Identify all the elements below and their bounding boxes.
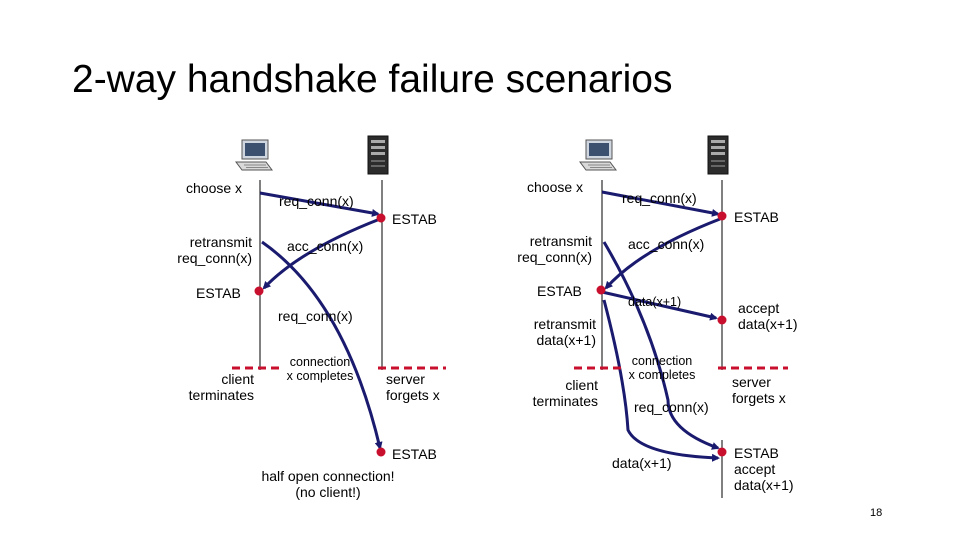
client-terminates-label: client terminates bbox=[188, 371, 254, 403]
acc-conn-arrow bbox=[262, 217, 381, 290]
server-estab-dot-2 bbox=[717, 447, 727, 457]
req-conn-label: req_conn(x) bbox=[634, 399, 709, 415]
client-terminates-label: client terminates bbox=[532, 377, 598, 409]
acc-conn-label: acc_conn(x) bbox=[287, 238, 364, 254]
client-estab-dot bbox=[254, 286, 264, 296]
server-estab-dot bbox=[717, 211, 727, 221]
retransmit-data-arrow bbox=[602, 299, 720, 462]
computer-icon bbox=[235, 139, 273, 171]
accept-dot bbox=[717, 315, 727, 325]
server-forgets-label: server forgets x bbox=[386, 371, 440, 403]
estab-label: ESTAB bbox=[196, 285, 241, 301]
req-conn-arrow bbox=[601, 190, 720, 217]
choose-x-label: choose x bbox=[527, 179, 584, 195]
connection-completes-label: connection x completes bbox=[286, 355, 354, 383]
half-open-label: half open connection! (no client!) bbox=[261, 468, 395, 500]
client-estab-dot bbox=[596, 285, 606, 295]
connection-completes-label: connection x completes bbox=[628, 354, 696, 382]
req-conn-label: req_conn(x) bbox=[278, 308, 353, 324]
retransmit-label: retransmit req_conn(x) bbox=[517, 233, 592, 265]
server-forgets-label: server forgets x bbox=[732, 374, 786, 406]
estab-accept-label: ESTAB accept data(x+1) bbox=[734, 445, 794, 493]
acc-conn-arrow bbox=[604, 217, 721, 290]
data-label: data(x+1) bbox=[628, 295, 682, 309]
estab-label: ESTAB bbox=[392, 211, 437, 227]
accept-data-label: accept data(x+1) bbox=[738, 300, 798, 332]
estab-label: ESTAB bbox=[734, 209, 779, 225]
server-icon bbox=[367, 135, 389, 175]
req-conn-label: req_conn(x) bbox=[279, 193, 354, 209]
computer-icon bbox=[579, 139, 617, 171]
acc-conn-label: acc_conn(x) bbox=[628, 236, 705, 252]
req-conn-arrow bbox=[259, 191, 380, 217]
retransmit-req-conn-arrow bbox=[261, 240, 383, 450]
estab-label: ESTAB bbox=[392, 446, 437, 462]
req-conn-label: req_conn(x) bbox=[622, 190, 697, 206]
retransmit-label: retransmit req_conn(x) bbox=[177, 234, 252, 266]
page-title: 2-way handshake failure scenarios bbox=[72, 58, 673, 101]
retransmit-req-conn-arrow bbox=[602, 241, 720, 450]
server-estab-dot bbox=[376, 213, 386, 223]
data-label: data(x+1) bbox=[612, 455, 672, 471]
retransmit-data-label: retransmit data(x+1) bbox=[533, 316, 596, 348]
page-number: 18 bbox=[870, 507, 883, 519]
data-arrow bbox=[601, 290, 718, 321]
estab-label: ESTAB bbox=[537, 283, 582, 299]
choose-x-label: choose x bbox=[186, 180, 243, 196]
server-estab-dot-2 bbox=[376, 447, 386, 457]
server-icon bbox=[707, 135, 729, 175]
